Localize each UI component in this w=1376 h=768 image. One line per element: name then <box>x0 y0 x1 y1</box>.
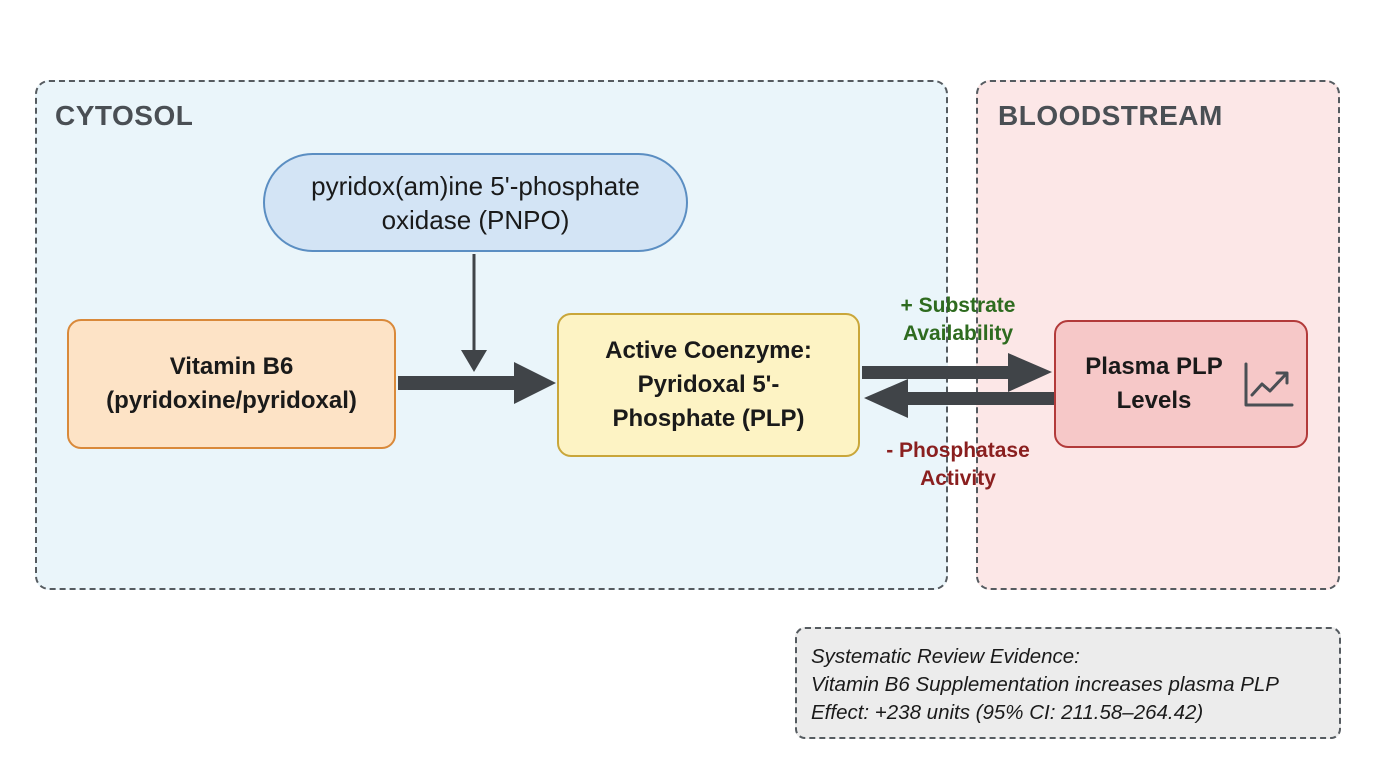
substrate-availability-label: + Substrate Availability <box>900 294 1016 345</box>
plp-coenzyme-node: Active Coenzyme: Pyridoxal 5'- Phosphate… <box>557 313 860 457</box>
evidence-heading: Systematic Review Evidence: <box>811 645 1080 668</box>
pnpo-enzyme-label: pyridox(am)ine 5'-phosphate oxidase (PNP… <box>311 170 640 235</box>
pnpo-enzyme-node: pyridox(am)ine 5'-phosphate oxidase (PNP… <box>263 153 688 252</box>
plasma-plp-label: Plasma PLP Levels <box>1085 353 1223 414</box>
vitamin-b6-node: Vitamin B6 (pyridoxine/pyridoxal) <box>67 319 396 449</box>
plasma-plp-node: Plasma PLP Levels <box>1054 320 1308 448</box>
evidence-finding: Vitamin B6 Supplementation increases pla… <box>811 673 1279 696</box>
cytosol-label: CYTOSOL <box>55 100 194 131</box>
plp-coenzyme-label: Active Coenzyme: Pyridoxal 5'- Phosphate… <box>605 337 812 432</box>
evidence-box: Systematic Review Evidence: Vitamin B6 S… <box>795 627 1341 739</box>
vitamin-b6-label: Vitamin B6 (pyridoxine/pyridoxal) <box>106 353 357 414</box>
bloodstream-label: BLOODSTREAM <box>998 100 1223 131</box>
evidence-effect: Effect: +238 units (95% CI: 211.58–264.4… <box>811 701 1204 724</box>
trending-up-chart-icon <box>1244 362 1294 407</box>
phosphatase-activity-label: - Phosphatase Activity <box>886 439 1030 490</box>
